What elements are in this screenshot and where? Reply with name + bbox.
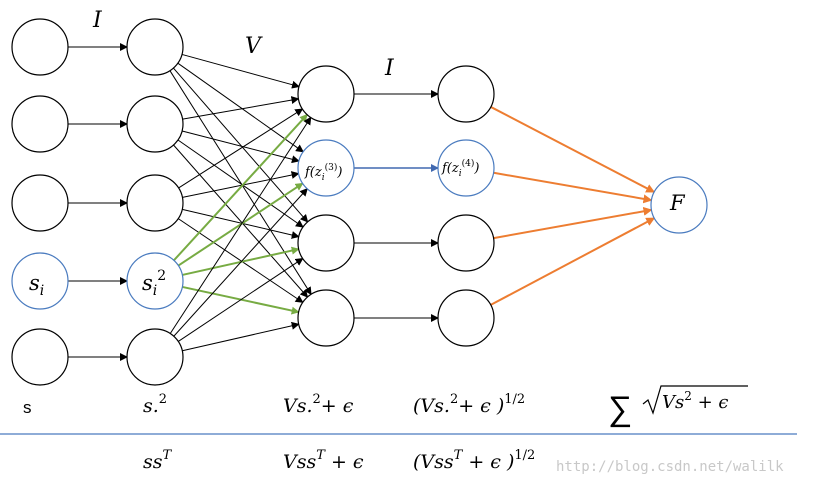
node-label-s-i: si (29, 271, 44, 299)
input-node-1 (11, 95, 69, 153)
edge-v-1-0 (182, 96, 300, 120)
formula-sqrt-v-s-s-transpose: (VssT + ϵ )1/2 (413, 448, 535, 473)
formula-s-s-transpose: ssT (143, 448, 173, 473)
edge-v-3-1 (177, 182, 304, 267)
node-label-s-i-squared: si2 (142, 268, 166, 299)
sqrt-sign (642, 385, 748, 415)
edge-v-2-2 (182, 208, 300, 239)
hidden-node-0 (297, 65, 355, 123)
square-node-2 (126, 174, 184, 232)
formula-sum-sqrt: ∑ Vs2 + ϵ (608, 385, 748, 428)
square-node-4 (126, 328, 184, 386)
edge-v-3-0 (173, 113, 308, 262)
formula-sqrt-v-s-square: (Vs.2+ ϵ )1/2 (413, 392, 525, 417)
edge-to-output-1 (493, 171, 653, 204)
edge-label-i-left: I (92, 8, 103, 33)
edge-label-v: V (245, 34, 263, 59)
watermark-url: http://blog.csdn.net/walilk (556, 459, 784, 475)
edge-v-4-0 (169, 116, 312, 334)
edge-label-i-right: I (384, 56, 395, 81)
formula-s: s (23, 398, 32, 417)
sqrt-node-1 (437, 139, 495, 197)
edge-v-1-1 (181, 130, 300, 164)
square-node-1 (126, 95, 184, 153)
edge-v-4-2 (178, 257, 304, 342)
edge-to-output-0 (490, 106, 656, 193)
edge-v-1-2 (177, 139, 304, 228)
square-node-0 (126, 18, 184, 76)
hidden-node-2 (297, 214, 355, 272)
hidden-node-3 (297, 289, 355, 347)
input-node-2 (11, 174, 69, 232)
formula-v-s-square-plus-eps: Vs.2+ ϵ (283, 392, 354, 417)
input-node-0 (11, 18, 69, 76)
edge-v-0-1 (177, 62, 304, 153)
edge-v-0-0 (181, 53, 300, 89)
edges-layer (68, 43, 656, 361)
sqrt-node-2 (437, 214, 495, 272)
edge-to-output-2 (493, 206, 653, 240)
sum-symbol: ∑ (608, 390, 632, 428)
formula-v-s-s-transpose-plus-eps: VssT + ϵ (283, 448, 364, 473)
edge-v-2-1 (182, 171, 300, 198)
input-node-3 (11, 252, 69, 310)
sqrt-radicand: Vs2 + ϵ (662, 389, 729, 413)
input-node-4 (11, 328, 69, 386)
output-node (650, 176, 708, 234)
hidden-node-1 (297, 139, 355, 197)
square-node-3 (126, 252, 184, 310)
node-label-f-z4: f(zi(4)) (441, 158, 479, 179)
sqrt-node-3 (437, 289, 495, 347)
sqrt-node-0 (437, 65, 495, 123)
edge-v-4-1 (173, 188, 308, 337)
edge-v-0-3 (169, 70, 312, 296)
edge-to-output-3 (490, 217, 656, 306)
edge-v-4-3 (182, 321, 300, 352)
nodes-layer (11, 18, 708, 386)
edge-v-1-3 (173, 144, 309, 298)
formula-s-elementwise-square: s.2 (143, 392, 167, 417)
edge-v-0-2 (173, 67, 309, 223)
node-label-f-z3: f(zi(3)) (304, 162, 342, 183)
node-label-output-f: F (669, 191, 686, 215)
edge-v-2-0 (178, 108, 304, 189)
